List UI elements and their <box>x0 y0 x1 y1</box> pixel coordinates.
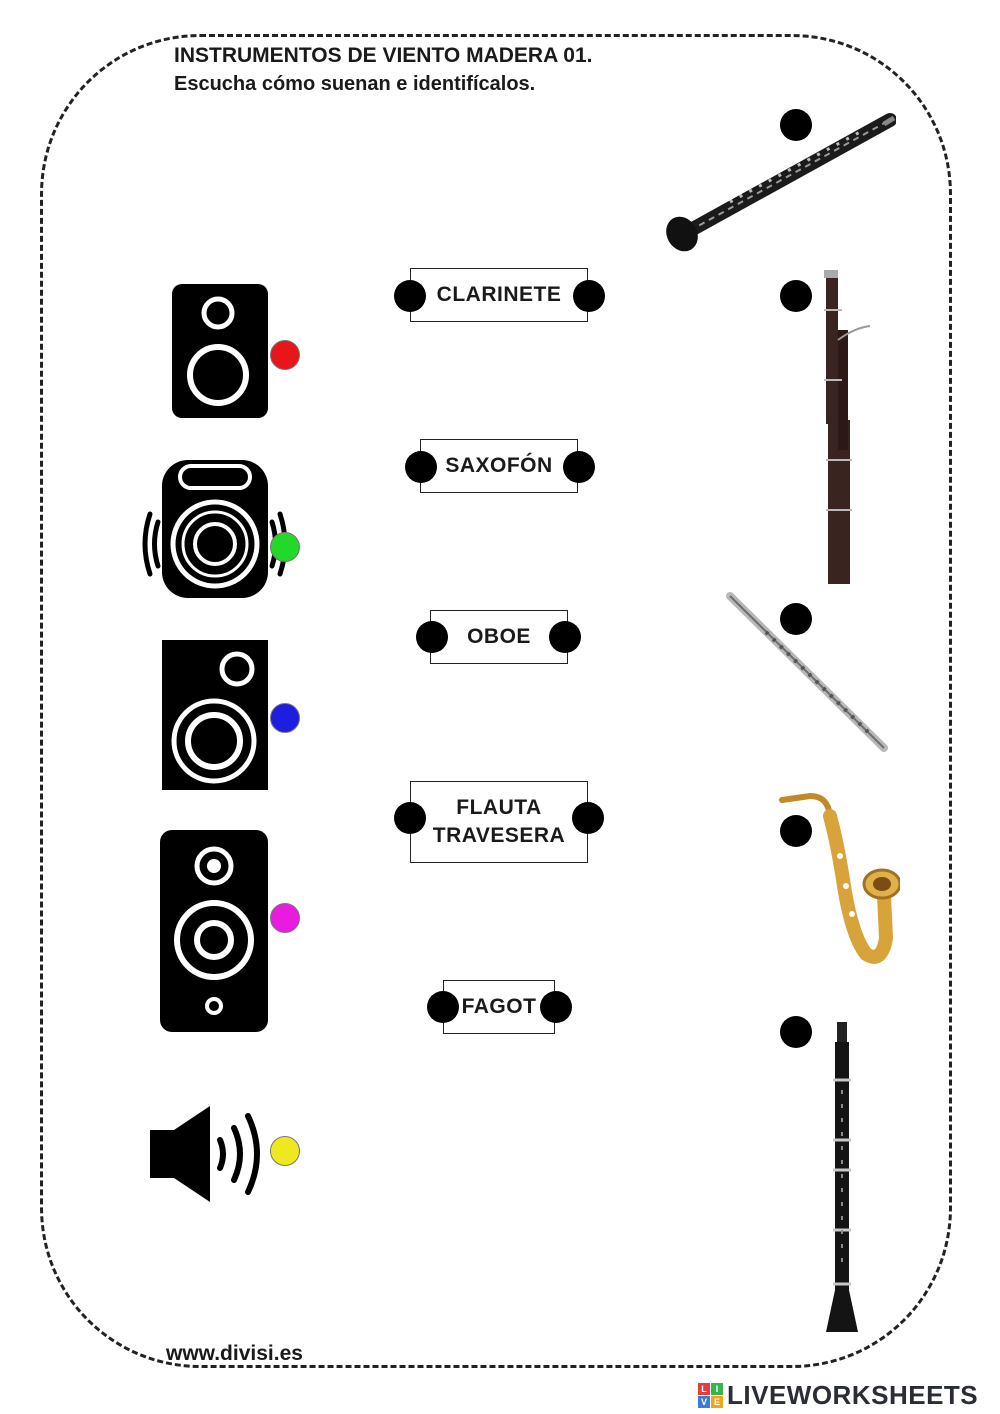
page-title: INSTRUMENTOS DE VIENTO MADERA 01. <box>174 44 593 67</box>
dashed-card-border <box>40 34 952 1368</box>
instrument-dot-3[interactable] <box>780 603 812 635</box>
audio-dot-1[interactable] <box>270 340 300 370</box>
label-left-dot-2[interactable] <box>405 451 437 483</box>
label-right-dot-1[interactable] <box>573 280 605 312</box>
label-right-dot-3[interactable] <box>549 621 581 653</box>
label-text: SAXOFÓN <box>445 454 553 477</box>
brand-name: LIVEWORKSHEETS <box>727 1380 979 1410</box>
label-text: FAGOT <box>461 995 537 1018</box>
label-left-dot-3[interactable] <box>416 621 448 653</box>
instrument-dot-2[interactable] <box>780 280 812 312</box>
label-left-dot-1[interactable] <box>394 280 426 312</box>
page-subtitle: Escucha cómo suenan e identifícalos. <box>174 73 536 95</box>
label-text: FLAUTA TRAVESERA <box>432 796 566 847</box>
saxophone-icon <box>779 792 900 964</box>
label-box-5: FAGOT <box>443 980 555 1034</box>
audio-dot-3[interactable] <box>270 703 300 733</box>
speaker-square-icon[interactable] <box>162 640 268 790</box>
audio-dot-2[interactable] <box>270 532 300 562</box>
flute-icon <box>726 592 888 752</box>
volume-icon[interactable] <box>148 1104 272 1204</box>
label-left-dot-4[interactable] <box>394 802 426 834</box>
speaker-wave-icon[interactable] <box>132 458 298 600</box>
label-box-4: FLAUTA TRAVESERA <box>410 781 588 863</box>
liveworksheets-brand[interactable]: L I V E LIVEWORKSHEETS <box>698 1380 978 1411</box>
speaker-tall-icon[interactable] <box>160 830 268 1032</box>
label-left-dot-5[interactable] <box>427 991 459 1023</box>
label-right-dot-5[interactable] <box>540 991 572 1023</box>
instrument-dot-5[interactable] <box>780 1016 812 1048</box>
clarinet-icon <box>826 1022 858 1332</box>
label-box-2: SAXOFÓN <box>420 439 578 493</box>
label-right-dot-4[interactable] <box>572 802 604 834</box>
label-text: OBOE <box>467 625 531 648</box>
instrument-dot-1[interactable] <box>780 109 812 141</box>
footer-url[interactable]: www.divisi.es <box>166 1342 303 1365</box>
label-box-1: CLARINETE <box>410 268 588 322</box>
oboe-icon <box>666 113 896 252</box>
label-text: CLARINETE <box>436 283 562 306</box>
audio-dot-4[interactable] <box>270 903 300 933</box>
label-right-dot-2[interactable] <box>563 451 595 483</box>
audio-dot-5[interactable] <box>270 1136 300 1166</box>
speaker-box-icon[interactable] <box>170 282 270 420</box>
label-box-3: OBOE <box>430 610 568 664</box>
instrument-dot-4[interactable] <box>780 815 812 847</box>
bassoon-icon <box>824 270 871 584</box>
liveworksheets-logo-icon: L I V E <box>698 1383 723 1408</box>
